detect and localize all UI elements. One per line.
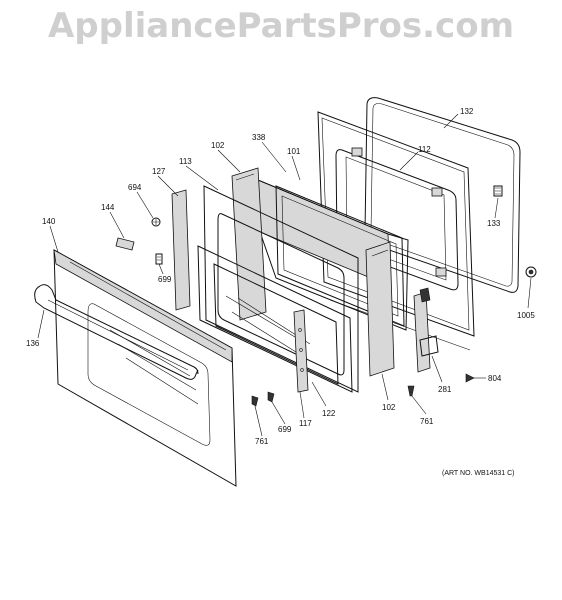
outer-door-140	[53, 249, 237, 487]
callout-140: 140	[42, 217, 56, 226]
side-baffle-left	[231, 167, 267, 321]
door-handle-136	[34, 284, 199, 380]
callout-699-upper: 699	[158, 275, 172, 284]
side-baffle-right	[365, 241, 395, 377]
leader-lines	[37, 113, 532, 437]
bracket-117	[293, 309, 309, 393]
callout-102-top: 102	[211, 141, 225, 150]
callout-132: 132	[460, 107, 474, 116]
callout-144: 144	[101, 203, 115, 212]
callout-761-right: 761	[420, 417, 434, 426]
callout-113: 113	[179, 157, 192, 166]
callout-133: 133	[487, 219, 501, 228]
hinge-281	[413, 287, 439, 373]
screw-699-upper	[155, 253, 163, 265]
callout-338: 338	[252, 133, 266, 142]
screw-804	[465, 373, 482, 383]
screw-133	[493, 185, 503, 197]
watermark-text: AppliancePartsPros.com	[47, 6, 514, 46]
callout-694: 694	[128, 183, 142, 192]
callout-804: 804	[488, 374, 502, 383]
art-number: (ART NO. WB14531 C)	[442, 470, 515, 477]
callout-101: 101	[287, 147, 301, 156]
vent-trim-127	[171, 189, 191, 311]
callout-112: 112	[418, 145, 431, 154]
callout-699-lower: 699	[278, 425, 292, 434]
screw-761-right	[407, 385, 415, 397]
callout-122: 122	[322, 409, 336, 418]
window-pack-338	[257, 179, 409, 331]
screw-699-lower	[267, 391, 275, 403]
clip-1005	[525, 266, 537, 278]
callout-1005: 1005	[517, 311, 535, 320]
callout-127: 127	[152, 167, 166, 176]
screw-694	[151, 217, 161, 227]
callout-136: 136	[26, 339, 40, 348]
callout-281: 281	[438, 385, 452, 394]
callout-labels: 132 338 101 112 102 113 127 694 144 140 …	[26, 107, 535, 446]
door-gasket	[364, 97, 521, 293]
callout-102-bottom: 102	[382, 403, 396, 412]
screw-761-left	[251, 395, 259, 407]
callout-117: 117	[299, 419, 312, 428]
clip-144	[115, 237, 135, 251]
callout-761-left: 761	[255, 437, 269, 446]
